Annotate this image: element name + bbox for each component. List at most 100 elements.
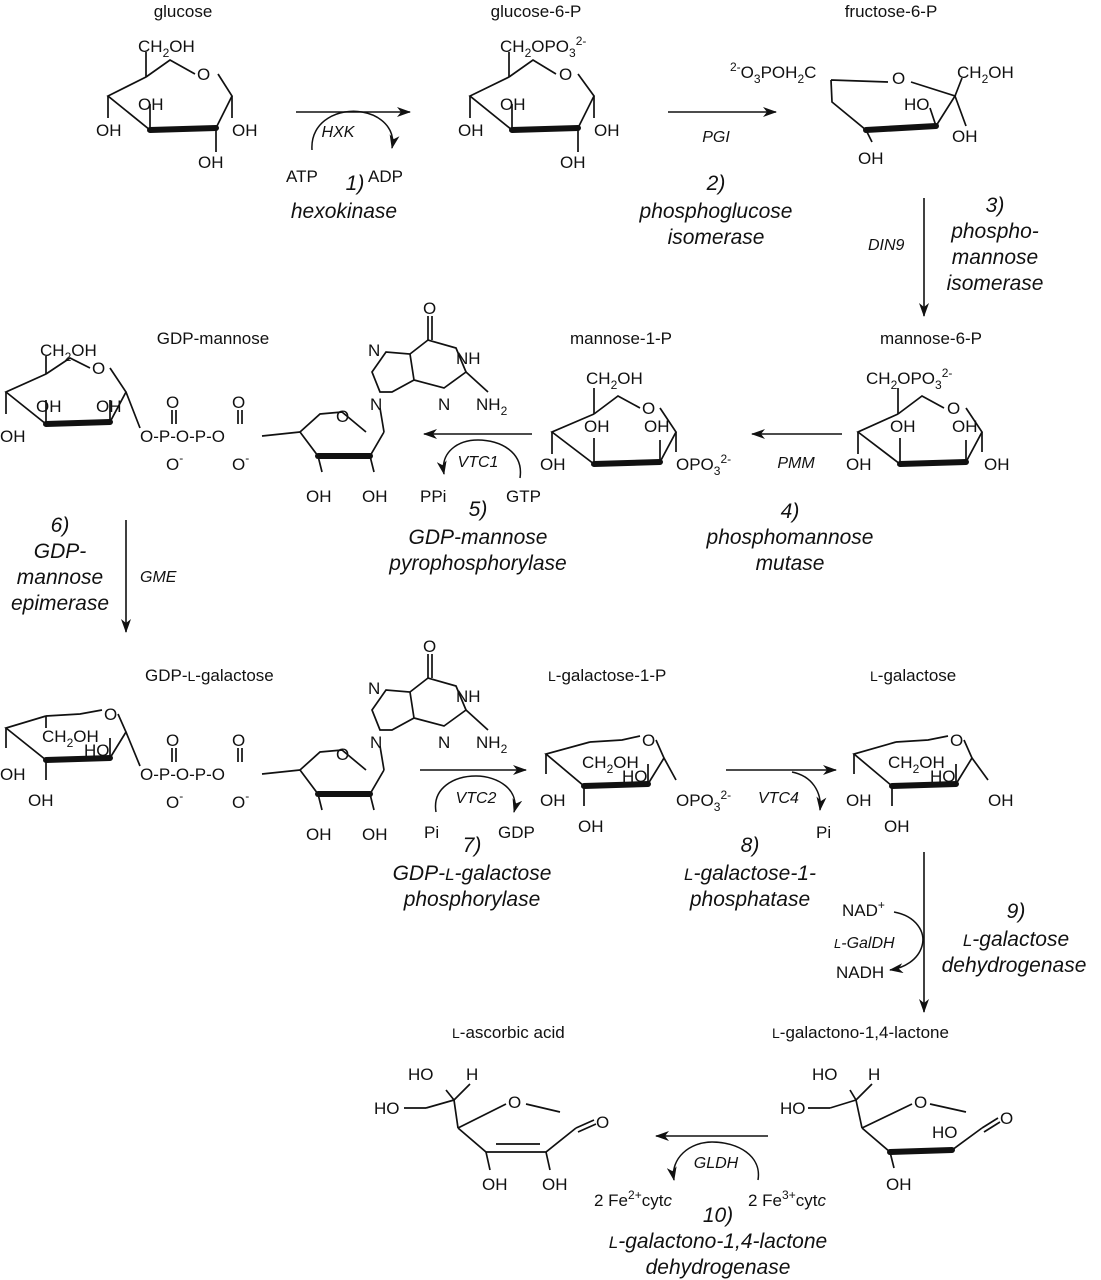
enzyme-vtc4: VTC4: [758, 790, 799, 807]
structure-l-ascorbic-acid: HO H HO O O OH OH: [374, 1065, 609, 1194]
f6p-oh-1: OH: [952, 127, 978, 146]
lgal-oh-4: OH: [846, 791, 872, 810]
enzyme-gme: GME: [140, 569, 177, 586]
reaction-name-9b: dehydrogenase: [942, 954, 1087, 977]
reaction-name-3a: phospho-: [950, 220, 1039, 243]
m6p-oh-3: OH: [890, 417, 916, 436]
lgal1p-oh-3: OH: [578, 817, 604, 836]
cofactor-pi-in: Pi: [424, 823, 439, 842]
cofactor-gdp: GDP: [498, 823, 535, 842]
reaction-name-4b: mutase: [756, 552, 825, 575]
asc-oh-2: OH: [542, 1175, 568, 1194]
asc-h: H: [466, 1065, 478, 1084]
cofactor-atp: ATP: [286, 167, 318, 186]
lgal1p-ring-o: O: [642, 731, 655, 750]
structure-gdp-mannose: CH2OH O OH OH OH O-P-O-P-O O O O- O- O O…: [0, 299, 508, 506]
cofactor-adp: ADP: [368, 167, 403, 186]
f6p-ring-o: O: [892, 69, 905, 88]
gdpgal-ribose-o: O: [336, 745, 349, 764]
reaction-name-3c: isomerase: [947, 272, 1044, 295]
glucose-oh-1: OH: [232, 121, 258, 140]
gdpgal-p1-ominus: O-: [166, 789, 183, 812]
reaction-5: VTC1 PPi GTP 5) GDP-mannose pyrophosphor…: [388, 429, 567, 575]
reaction-7: VTC2 Pi GDP 7) GDP-L-galactose phosphory…: [393, 765, 551, 911]
gdpman-n1h: NH: [456, 349, 481, 368]
gdpman-pp-chain: O-P-O-P-O: [140, 427, 225, 446]
m6p-oh-4: OH: [846, 455, 872, 474]
cofactor-nad: NAD+: [842, 898, 885, 920]
g6p-oh-1: OH: [594, 121, 620, 140]
gdpman-ribose-oh-2: OH: [362, 487, 388, 506]
label-gdp-l-galactose: GDP-L-galactose: [145, 666, 274, 685]
label-l-galactono-lactone: L-galactono-1,4-lactone: [772, 1023, 949, 1042]
reaction-name-6c: epimerase: [11, 592, 109, 615]
reaction-name-8b: phosphatase: [689, 888, 810, 911]
gdpman-ch2oh: CH2OH: [40, 341, 97, 364]
gdpman-nh2: NH2: [476, 395, 508, 418]
m6p-ch2opo3: CH2OPO32-: [866, 366, 952, 392]
enzyme-vtc1: VTC1: [458, 454, 499, 471]
label-gdp-mannose: GDP-mannose: [157, 329, 269, 348]
label-l-galactose-1-p: L-galactose-1-P: [548, 666, 666, 685]
reaction-name-6b: mannose: [17, 566, 103, 589]
gdpgal-ring-o: O: [104, 705, 117, 724]
reaction-name-5b: pyrophosphorylase: [388, 552, 566, 575]
reaction-number-7: 7): [463, 834, 482, 857]
gdpgal-ho: HO: [84, 741, 110, 760]
gdpgal-n1h: NH: [456, 687, 481, 706]
gdpgal-ribose-oh-1: OH: [306, 825, 332, 844]
reaction-name-4a: phosphomannose: [706, 526, 874, 549]
f6p-ch2oh: CH2OH: [957, 63, 1014, 86]
lgal-ring-o: O: [950, 731, 963, 750]
enzyme-gldh: GLDH: [694, 1155, 739, 1172]
glucose-oh-4: OH: [96, 121, 122, 140]
g6p-oh-2: OH: [560, 153, 586, 172]
gdpgal-n7: N: [368, 679, 380, 698]
gdpman-oh-3: OH: [36, 397, 62, 416]
reaction-1: HXK ATP ADP 1) hexokinase: [286, 107, 411, 223]
m6p-ring-o: O: [947, 399, 960, 418]
lgal-ch2oh: CH2OH: [888, 753, 945, 776]
reaction-8: VTC4 Pi 8) L-galactose-1- phosphatase: [684, 765, 837, 911]
asc-ho-side: HO: [374, 1099, 400, 1118]
gdpman-ring-o: O: [92, 359, 105, 378]
lactone-ring-o: O: [914, 1093, 927, 1112]
m6p-oh-2: OH: [952, 417, 978, 436]
gdpman-oh-4: OH: [0, 427, 26, 446]
gdpman-p1-ominus: O-: [166, 451, 183, 474]
m1p-ring-o: O: [642, 399, 655, 418]
lgal-ho: HO: [930, 767, 956, 786]
label-glucose: glucose: [154, 2, 213, 21]
cofactor-fe2-cytc: 2 Fe2+cytc: [594, 1188, 672, 1210]
reaction-number-4: 4): [781, 500, 800, 523]
structure-mannose-6-p: CH2OPO32- O OH OH OH OH: [846, 366, 1010, 474]
f6p-ho: HO: [904, 95, 930, 114]
lgal-oh-1: OH: [988, 791, 1014, 810]
reaction-6: GME 6) GDP- mannose epimerase: [11, 514, 177, 633]
reaction-9: NAD+ L-GalDH NADH 9) L-galactose dehydro…: [834, 852, 1087, 1013]
reaction-name-6a: GDP-: [34, 540, 87, 563]
lgal1p-ho: HO: [622, 767, 648, 786]
reaction-number-10: 10): [703, 1204, 733, 1227]
reaction-name-1: hexokinase: [291, 200, 397, 223]
asc-ho-top: HO: [408, 1065, 434, 1084]
structure-glucose-6-p: CH2OPO32- O OH OH OH OH: [458, 34, 620, 172]
g6p-oh-3: OH: [500, 95, 526, 114]
cofactor-gtp: GTP: [506, 487, 541, 506]
structure-l-galactose-1-p: CH2OH O HO OH OH OPO32-: [540, 731, 731, 836]
gdpgal-p1-o: O: [166, 731, 179, 750]
reaction-2: PGI 2) phosphoglucose isomerase: [639, 107, 793, 249]
f6p-o3poh2c: 2-O3POH2C: [730, 60, 816, 86]
label-mannose-1-p: mannose-1-P: [570, 329, 672, 348]
reaction-name-2a: phosphoglucose: [639, 200, 793, 223]
reaction-name-8a: L-galactose-1-: [684, 862, 816, 885]
reaction-name-7b: phosphorylase: [403, 888, 541, 911]
enzyme-din9: DIN9: [868, 237, 905, 254]
gdpgal-guanine-o: O: [423, 637, 436, 656]
gdpman-oh-2: OH: [96, 397, 122, 416]
lactone-h: H: [868, 1065, 880, 1084]
label-l-ascorbic-acid: L-ascorbic acid: [452, 1023, 565, 1042]
asc-oh-1: OH: [482, 1175, 508, 1194]
